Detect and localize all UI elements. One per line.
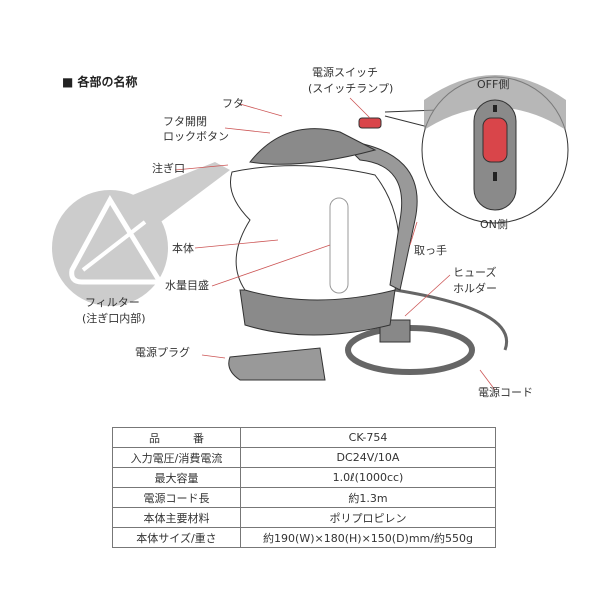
spec-key: 品 番	[112, 427, 241, 448]
label-filter: フィルター	[85, 296, 140, 309]
power-plug	[228, 347, 326, 381]
label-lid: フタ	[222, 97, 244, 110]
label-spout: 注ぎ口	[152, 162, 185, 175]
label-filter-note: (注ぎ口内部)	[82, 312, 146, 325]
label-on-side: ON側	[480, 218, 508, 231]
label-water-gauge: 水量目盛	[165, 279, 209, 292]
section-title: ■ 各部の名称	[62, 75, 138, 89]
spec-key: 本体主要材料	[112, 507, 241, 528]
filter-icon	[69, 194, 165, 285]
kettle-lid	[249, 128, 377, 165]
spec-key: 本体サイズ/重さ	[112, 527, 241, 548]
label-handle: 取っ手	[414, 244, 447, 257]
kettle-base	[239, 289, 396, 336]
label-fuse-1: ヒューズ	[453, 266, 497, 279]
table-row: 電源コード長約1.3m	[112, 487, 496, 508]
power-switch	[358, 117, 382, 129]
switch-red-icon	[482, 117, 508, 163]
spec-value: 約1.3m	[240, 487, 496, 508]
label-plug: 電源プラグ	[135, 346, 190, 359]
spec-value: ポリプロピレン	[240, 507, 496, 528]
label-switch-lamp: (スイッチランプ)	[308, 82, 394, 95]
spec-key: 入力電圧/消費電流	[112, 447, 241, 468]
label-cord: 電源コード	[478, 386, 533, 399]
kettle-body	[230, 165, 400, 301]
spec-value: 1.0ℓ(1000cc)	[240, 467, 496, 488]
label-body: 本体	[172, 242, 194, 255]
kettle-handle	[338, 139, 418, 291]
spec-value: CK-754	[240, 427, 496, 448]
water-gauge	[329, 197, 349, 294]
spec-value: 約190(W)×180(H)×150(D)mm/約550g	[240, 527, 496, 548]
label-power-switch: 電源スイッチ	[312, 66, 378, 79]
spec-key: 電源コード長	[112, 487, 241, 508]
label-fuse-2: ホルダー	[453, 282, 497, 295]
label-lid-lock-1: フタ開閉	[163, 115, 207, 128]
spec-value: DC24V/10A	[240, 447, 496, 468]
label-lid-lock-2: ロックボタン	[163, 130, 229, 143]
table-row: 本体サイズ/重さ約190(W)×180(H)×150(D)mm/約550g	[112, 527, 496, 548]
label-off-side: OFF側	[477, 78, 510, 91]
spec-key: 最大容量	[112, 467, 241, 488]
table-row: 本体主要材料ポリプロピレン	[112, 507, 496, 528]
